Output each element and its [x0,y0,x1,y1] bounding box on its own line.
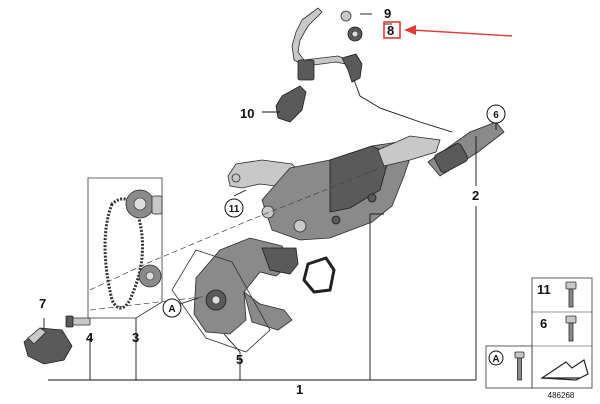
callout-11: 11 [229,204,240,215]
callout-8: 8 [387,23,394,38]
oil-pipe-assembly [291,7,453,133]
part-7-cover [23,327,73,365]
legend-11: 11 [537,282,551,297]
legend-6: 6 [540,316,547,331]
callout-3: 3 [132,330,139,345]
diagram-id: 486268 [548,391,575,400]
part-5-pickup-pipe [193,237,299,335]
highlight-arrow [383,21,513,39]
callout-7: 7 [39,296,46,311]
chain-and-sprockets [87,177,163,319]
callout-6: 6 [493,110,499,121]
gasket [302,256,336,294]
callout-5: 5 [236,352,243,367]
part-10-bracket [262,85,307,123]
bolt-icon-3 [514,351,525,381]
callout-labels: 9 8 10 2 7 4 3 5 1 [39,6,479,397]
legend-a: A [492,354,499,365]
bolt-icon [565,281,577,308]
oil-pump-body [227,121,505,241]
part-4-bolt [65,315,91,328]
callout-2: 2 [472,188,479,203]
leader-lines [43,13,497,381]
arrow-icon [540,359,589,381]
callout-10: 10 [240,106,254,121]
callout-a: A [168,304,175,315]
circled-callouts: 6 11 A [162,104,506,318]
callout-4: 4 [86,330,94,345]
callout-1: 1 [296,382,303,397]
bolt-icon-2 [565,315,577,342]
legend-panel: 11 6 A 486268 [485,277,593,400]
callout-9: 9 [384,6,391,21]
